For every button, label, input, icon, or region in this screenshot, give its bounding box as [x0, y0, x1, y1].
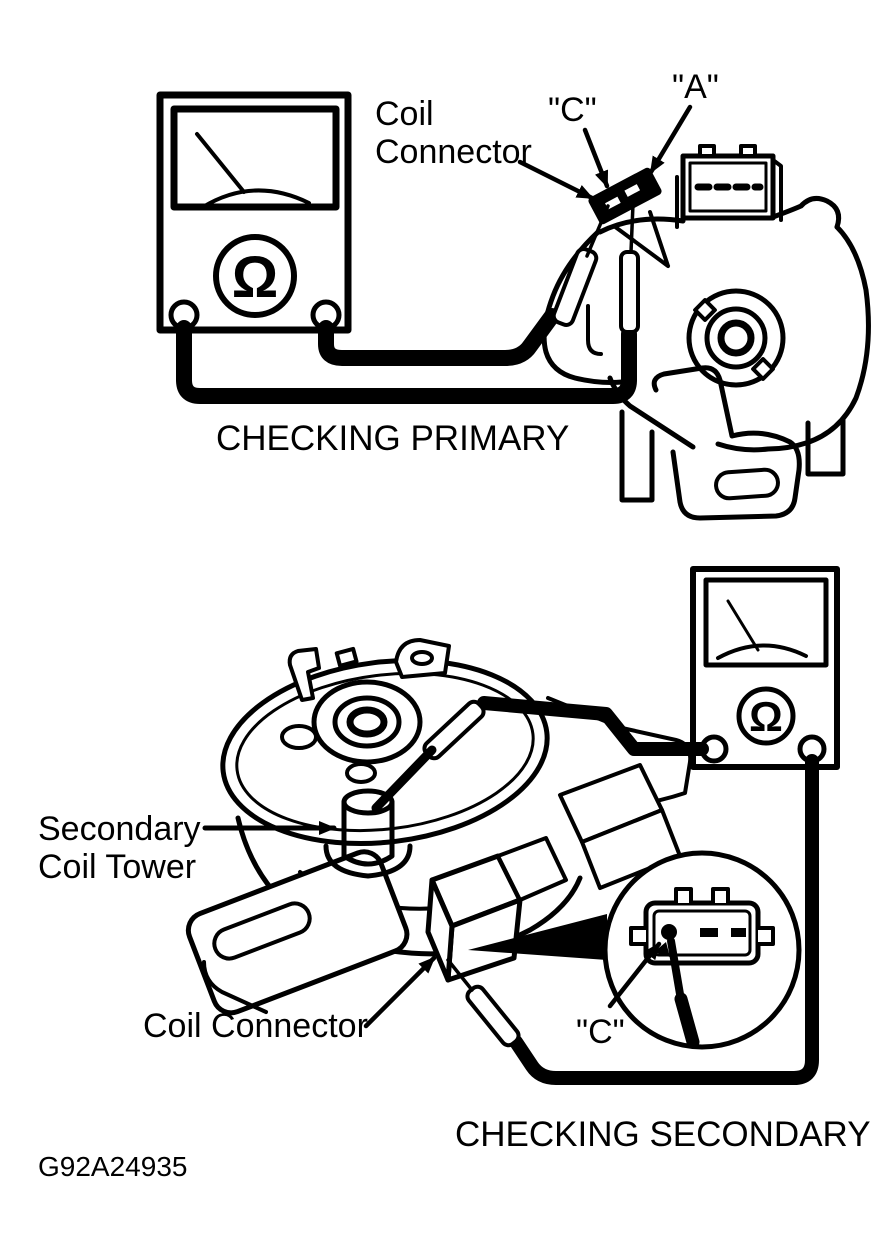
meter-dial-ring	[213, 234, 297, 318]
coil-connector-slot-2	[624, 184, 641, 197]
lead-a-core	[179, 323, 634, 401]
probe-connector-tip	[446, 958, 474, 992]
hub-inner	[332, 695, 402, 749]
harness-tab-right	[739, 144, 757, 158]
foot-slot	[714, 467, 780, 501]
arrow-to-pin-c	[607, 941, 662, 1009]
secondary-coil-tower	[323, 788, 413, 879]
probe-connector-boot	[465, 984, 521, 1048]
secondary-coil-connector	[425, 836, 568, 983]
distributor-ear	[770, 195, 842, 230]
coil-connector-step	[496, 836, 568, 902]
meter-needle	[726, 599, 760, 652]
arrow-to-terminal-a	[648, 104, 693, 175]
tower-cylinder	[341, 799, 395, 867]
ohm-symbol: Ω	[749, 693, 783, 740]
distributor-right-bulge	[715, 224, 871, 453]
connector-key-tab-1	[674, 887, 693, 903]
caption-checking-primary: CHECKING PRIMARY	[216, 419, 569, 458]
label-terminal-a: "A"	[672, 68, 719, 106]
connector-bracket-lines	[612, 210, 670, 268]
bracket-slot	[212, 901, 312, 961]
probe-a-boot	[619, 250, 640, 334]
hub-outer	[311, 679, 423, 765]
mounting-foot	[651, 365, 802, 521]
label-secondary-coil-tower-line2: Coil Tower	[38, 848, 196, 886]
probe-tower-rod-core	[374, 748, 434, 810]
checking-primary-figure: Ω Coil Connector "C" "A" CHECKING PRIMAR…	[156, 68, 871, 521]
magnifier-pointer-wedge	[468, 914, 607, 960]
coupler-notch-top	[693, 298, 717, 322]
meter-display	[703, 577, 829, 668]
meter-scale-arc	[716, 643, 808, 660]
magnified-probe-body-core	[677, 995, 697, 1046]
figure-code: G92A24935	[38, 1151, 187, 1182]
label-secondary-coil-tower-line1: Secondary	[38, 810, 201, 848]
secondary-test-leads	[371, 696, 819, 1085]
label-coil-connector-line2: Connector	[375, 133, 532, 171]
pin-c	[661, 924, 677, 940]
arrow-to-coil-connector	[517, 159, 595, 201]
label-terminal-c: "C"	[576, 1013, 625, 1051]
probe-c-tip	[585, 204, 610, 258]
arrow-to-secondary-coil-connector	[363, 955, 437, 1029]
coupler-notch-bottom	[751, 357, 775, 381]
plate-tab	[287, 647, 321, 702]
coupler-hub	[717, 319, 755, 357]
plate-ear	[394, 638, 451, 679]
pin-middle	[700, 928, 718, 937]
arrow-to-terminal-c	[582, 127, 610, 189]
harness-tab-left	[698, 144, 716, 158]
magnified-probe-tip-core	[669, 939, 683, 1002]
connector-side-tab-right	[758, 926, 775, 946]
plate-tab-bolt	[334, 646, 359, 668]
pin-right	[731, 928, 746, 937]
harness-connector-inner	[688, 161, 768, 213]
pickup-plate-outer	[220, 657, 550, 847]
lead-c-core	[321, 311, 557, 363]
connector-side-tab-left	[629, 926, 646, 946]
label-terminal-c: "C"	[548, 91, 597, 129]
ohm-symbol: Ω	[232, 245, 279, 310]
left-leg	[619, 409, 655, 503]
meter-needle	[195, 132, 246, 194]
bracket-thickness-edge	[202, 960, 268, 1014]
checking-secondary-figure: Ω	[38, 566, 871, 1154]
distributor-top-view	[185, 638, 693, 1016]
ohmmeter-primary: Ω	[156, 91, 352, 334]
right-leg	[805, 417, 846, 477]
connector-key-tab-2	[711, 887, 730, 903]
coupler-inner-ring	[704, 306, 768, 370]
plate-ear-hole	[410, 650, 434, 666]
lead-connector-core	[512, 757, 816, 1082]
plate-hole-left	[280, 724, 318, 750]
hub-shaft	[346, 706, 388, 738]
distributor-harness-connector	[680, 144, 783, 222]
plate-hole-right	[345, 762, 377, 784]
harness-connector-edge	[771, 158, 783, 222]
distributor-body-top-edge	[597, 216, 686, 235]
label-coil-connector: Coil Connector	[143, 1007, 368, 1045]
ohmmeter-secondary: Ω	[690, 566, 840, 770]
meter-dial-ring	[736, 686, 796, 746]
probe-a-tip	[629, 202, 635, 254]
tower-collar	[323, 843, 413, 879]
meter-scale-arc	[201, 188, 311, 209]
connector-face-inner	[652, 909, 752, 957]
connector-detail-magnifier	[602, 850, 802, 1050]
distributor-side-view	[541, 144, 871, 521]
distributor-left-lobe-inner	[586, 304, 603, 356]
coil-connector-side-face	[425, 877, 455, 983]
coupler-outer-ring	[686, 288, 786, 388]
label-coil-connector-line1: Coil	[375, 95, 434, 133]
caption-checking-secondary: CHECKING SECONDARY	[455, 1115, 871, 1154]
primary-test-leads	[176, 202, 640, 404]
distributor-left-lobe-outer	[541, 229, 625, 385]
lead-tower-core	[480, 699, 706, 753]
